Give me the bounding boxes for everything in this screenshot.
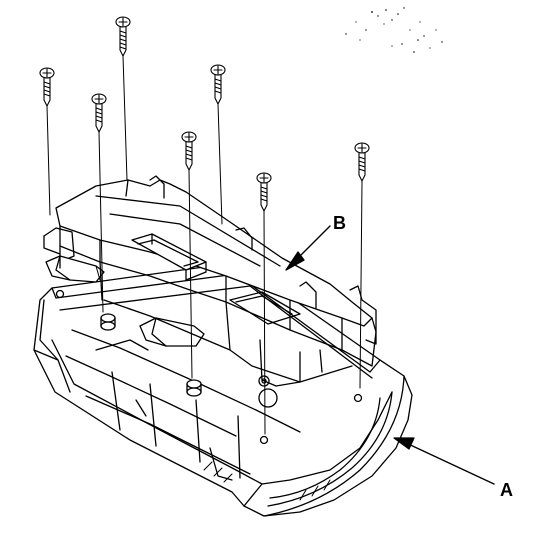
screw-4	[91, 93, 107, 133]
upper-housing-part-b	[43, 175, 377, 387]
lower-tray-part-a	[33, 261, 413, 517]
screw-1	[115, 16, 131, 57]
screw-3	[210, 64, 226, 105]
screw-6	[354, 142, 370, 182]
screw-7	[256, 172, 272, 212]
callout-label-b: B	[333, 213, 346, 233]
screw-2	[39, 67, 55, 107]
scan-speckle	[345, 7, 443, 53]
callout-arrow-a	[393, 437, 495, 485]
screw-5	[181, 131, 197, 171]
mounting-screws	[39, 16, 370, 212]
callout-arrow-b	[285, 225, 331, 271]
callout-label-a: A	[500, 480, 513, 500]
screw-alignment-lines	[46, 55, 363, 435]
